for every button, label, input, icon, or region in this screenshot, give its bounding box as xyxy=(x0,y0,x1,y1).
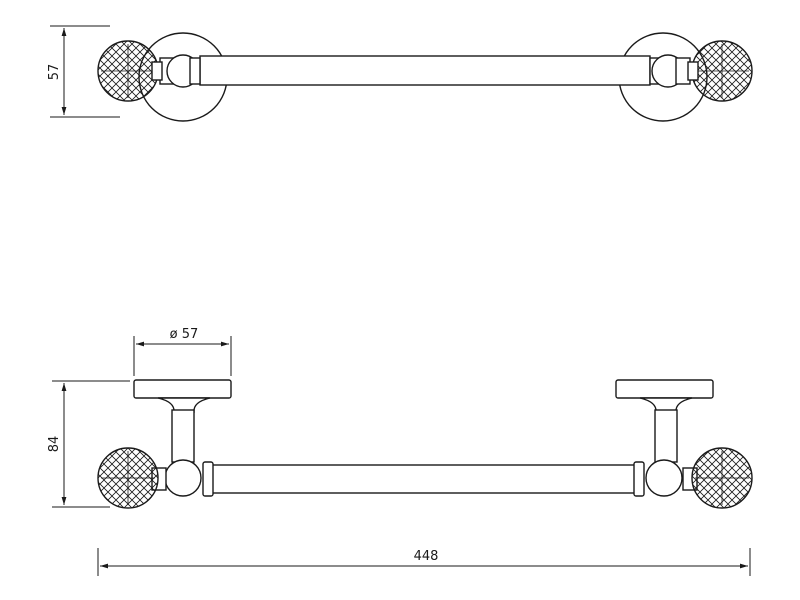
dimension-diameter: ø 57 xyxy=(133,327,232,376)
right-post xyxy=(654,409,678,463)
dim-label-diameter: ø 57 xyxy=(170,327,199,342)
right-wall-plate xyxy=(615,379,714,399)
dim-label-side-height: 84 xyxy=(47,436,62,453)
dimension-total-length: 448 xyxy=(97,548,751,576)
right-joint xyxy=(645,459,683,497)
left-collar xyxy=(159,54,201,88)
right-collar xyxy=(649,54,691,88)
dim-label-top-height: 57 xyxy=(47,64,62,81)
left-crystal-knob xyxy=(97,40,159,102)
dimension-top-height: 57 xyxy=(47,25,120,118)
top-view: 57 xyxy=(47,25,753,122)
front-view: ø 57 84 448 xyxy=(47,327,753,576)
left-wall-plate xyxy=(133,379,232,399)
top-bar xyxy=(199,55,651,86)
front-right-crystal-knob xyxy=(691,447,753,509)
front-left-crystal-knob xyxy=(97,447,159,509)
front-bar xyxy=(211,464,636,494)
left-joint xyxy=(164,459,202,497)
dimension-side-height: 84 xyxy=(47,380,130,508)
right-crystal-knob xyxy=(691,40,753,102)
left-post xyxy=(171,409,195,463)
dim-label-total-length: 448 xyxy=(414,549,439,564)
